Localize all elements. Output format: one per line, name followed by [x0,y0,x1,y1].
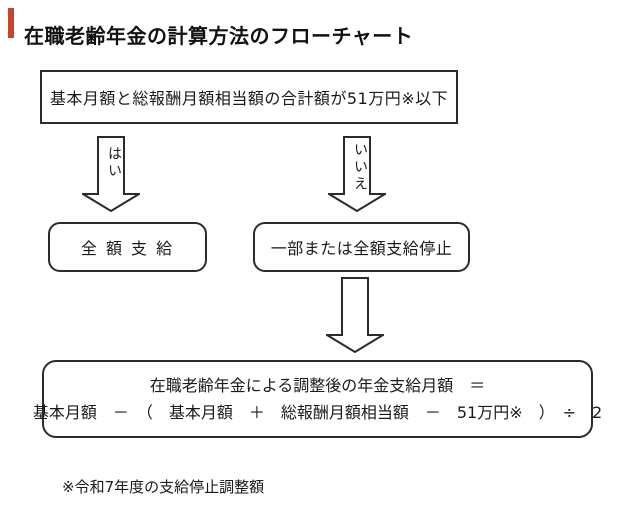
formula-line-1: 在職老齢年金による調整後の年金支給月額 ＝ [149,376,486,395]
page-title: 在職老齢年金の計算方法のフローチャート [24,24,414,49]
down-arrow-icon [326,277,384,353]
no-arrow-icon [328,136,386,212]
yes-arrow-icon [82,136,140,212]
no-arrow-label: いいえ [352,142,368,193]
condition-box: 基本月額と総報酬月額相当額の合計額が51万円※以下 [40,70,458,124]
partial-stop-text: 一部または全額支給停止 [270,239,453,258]
partial-stop-box: 一部または全額支給停止 [253,222,470,272]
footnote-text: ※令和7年度の支給停止調整額 [62,478,265,496]
full-payment-box: 全 額 支 給 [48,222,207,272]
formula-box: 在職老齢年金による調整後の年金支給月額 ＝ 基本月額 － （ 基本月額 ＋ 総報… [33,360,602,438]
title-accent-bar [8,8,14,38]
formula-line-2: 基本月額 － （ 基本月額 ＋ 総報酬月額相当額 － 51万円※ ） ÷ 2 [32,403,603,422]
yes-arrow-label: はい [106,146,122,180]
full-payment-text: 全 額 支 給 [80,239,175,258]
condition-text: 基本月額と総報酬月額相当額の合計額が51万円※以下 [49,89,449,108]
